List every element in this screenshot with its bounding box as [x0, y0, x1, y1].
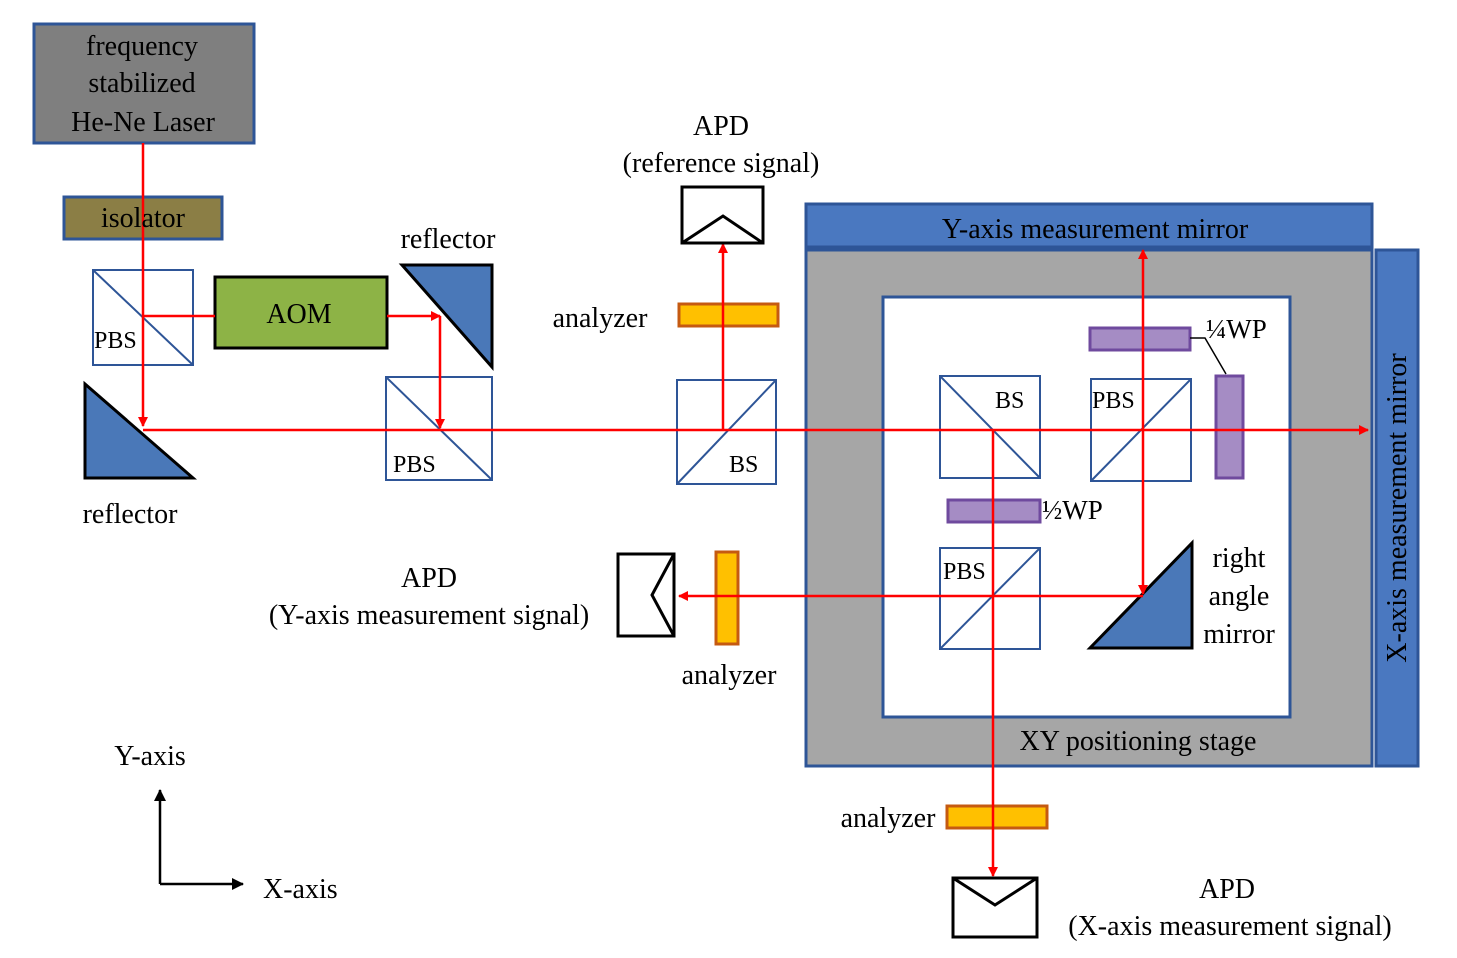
analyzer-x-signal: [945, 804, 1049, 830]
right-angle-mirror-label-2: angle: [1209, 581, 1270, 612]
laser-label-line-1: frequency: [86, 31, 198, 62]
quarter-waveplate-horizontal: [1088, 326, 1192, 352]
apd-x-subtitle: (X-axis measurement signal): [1068, 911, 1391, 942]
quarter-waveplate-leader: [1190, 337, 1227, 375]
bs-stage-label: BS: [995, 388, 1024, 414]
laser-beam-paths: [138, 143, 1369, 877]
bs-reference-cube: [676, 379, 777, 485]
analyzer-reference: [677, 302, 780, 328]
axes-indicator: [154, 789, 244, 890]
pbs-stage-upper-label: PBS: [1092, 388, 1135, 414]
aom-box: [213, 275, 389, 350]
quarter-waveplate-label: ¼WP: [1206, 314, 1267, 344]
pbs-source-label: PBS: [94, 328, 137, 354]
apd-x-title: APD: [1199, 874, 1255, 905]
apd-reference-title: APD: [693, 111, 749, 142]
bs-stage-cube: [939, 375, 1041, 479]
half-waveplate-label: ½WP: [1042, 495, 1103, 525]
reflector-bottom-prism: [83, 380, 198, 480]
pbs-stage-lower-label: PBS: [943, 559, 986, 585]
apd-y-subtitle: (Y-axis measurement signal): [269, 600, 589, 631]
aom-label: AOM: [266, 299, 331, 330]
pbs-stage-lower-cube: [939, 547, 1041, 650]
y-axis-measurement-mirror: [804, 202, 1374, 249]
analyzer-x-signal-label: analyzer: [841, 803, 936, 834]
apd-reference-subtitle: (reference signal): [623, 148, 820, 179]
isolator-label: isolator: [101, 203, 186, 234]
reflector-top-label: reflector: [401, 224, 496, 255]
reflector-bottom-label: reflector: [83, 499, 178, 530]
reflector-top-prism: [398, 263, 494, 371]
laser-label-line-2: stabilized: [88, 68, 195, 99]
pbs-combiner-label: PBS: [393, 452, 436, 478]
apd-reference-detector: [680, 185, 765, 245]
x-axis-mirror-label: X-axis measurement mirror: [1382, 353, 1413, 663]
y-axis-mirror-label: Y-axis measurement mirror: [942, 214, 1249, 245]
apd-x-detector: [951, 876, 1039, 939]
apd-y-title: APD: [401, 563, 457, 594]
analyzer-reference-label: analyzer: [553, 303, 648, 334]
bs-reference-label: BS: [729, 452, 758, 478]
quarter-waveplate-vertical: [1214, 374, 1245, 480]
right-angle-mirror-label-3: mirror: [1203, 619, 1275, 650]
xy-stage-label: XY positioning stage: [1020, 726, 1257, 757]
x-axis-label: X-axis: [263, 874, 338, 905]
x-axis-measurement-mirror: [1374, 248, 1420, 768]
right-angle-mirror-label-1: right: [1213, 543, 1266, 574]
laser-label-line-3: He-Ne Laser: [71, 107, 215, 138]
analyzer-y-signal-label: analyzer: [682, 660, 777, 691]
analyzer-y-signal: [714, 550, 740, 646]
y-axis-label: Y-axis: [114, 741, 186, 772]
apd-y-detector: [616, 552, 676, 638]
